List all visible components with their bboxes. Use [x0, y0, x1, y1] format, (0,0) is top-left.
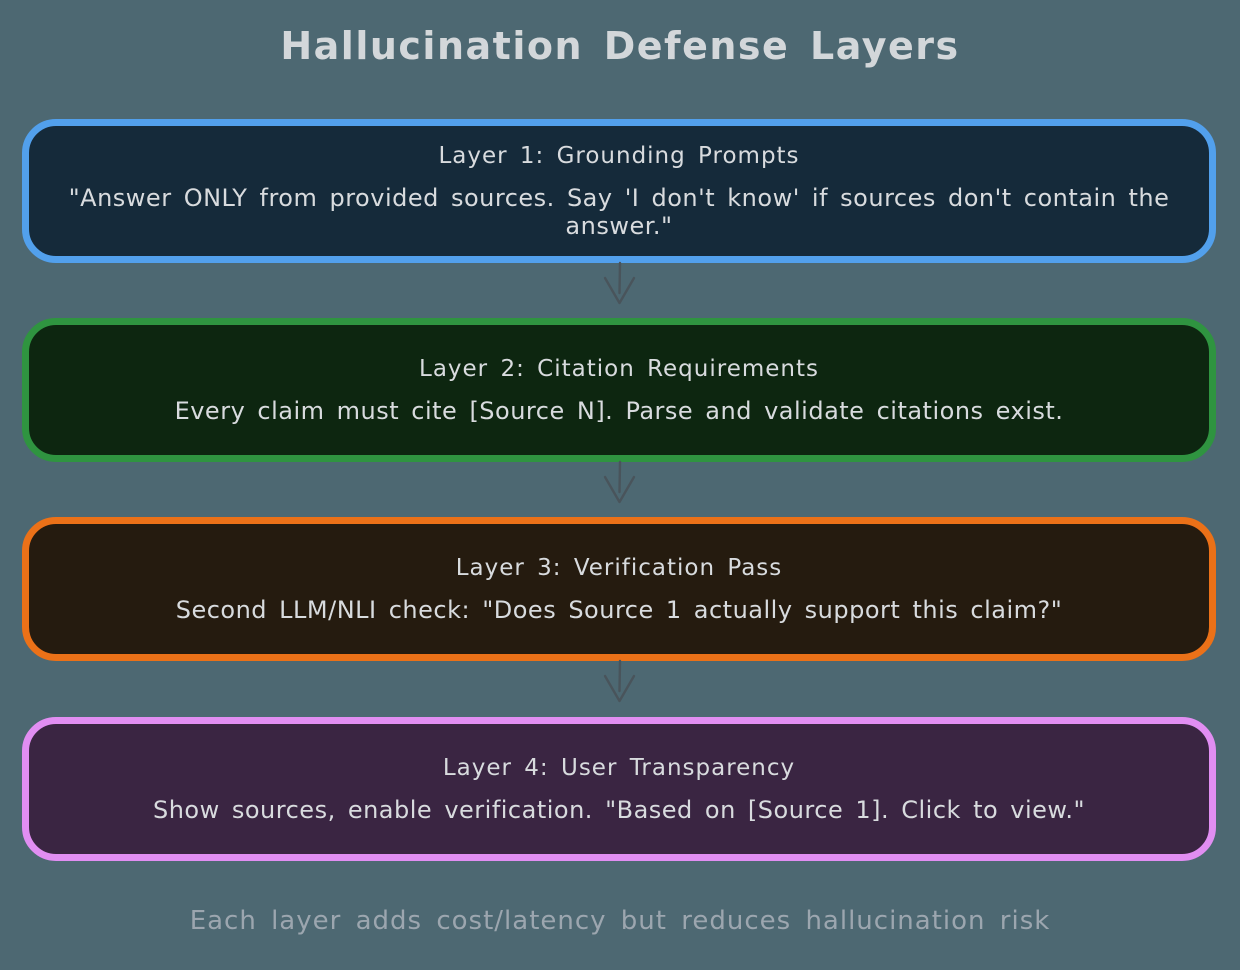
- down-arrow-icon: [598, 659, 642, 707]
- down-arrow-icon: [598, 261, 642, 309]
- layer-1-body: "Answer ONLY from provided sources. Say …: [68, 183, 1170, 240]
- layer-3-heading: Layer 3: Verification Pass: [455, 554, 783, 581]
- layer-3-body: Second LLM/NLI check: "Does Source 1 act…: [175, 595, 1063, 624]
- diagram-footer-note: Each layer adds cost/latency but reduces…: [189, 906, 1051, 936]
- layer-2-body: Every claim must cite [Source N]. Parse …: [174, 396, 1064, 425]
- layer-1-heading: Layer 1: Grounding Prompts: [438, 142, 800, 169]
- layer-1-box: Layer 1: Grounding Prompts "Answer ONLY …: [22, 119, 1216, 263]
- layer-2-box: Layer 2: Citation Requirements Every cla…: [22, 318, 1216, 462]
- layer-4-body: Show sources, enable verification. "Base…: [152, 795, 1086, 824]
- diagram-title: Hallucination Defense Layers: [280, 24, 960, 68]
- layer-4-box: Layer 4: User Transparency Show sources,…: [22, 717, 1216, 861]
- layer-3-box: Layer 3: Verification Pass Second LLM/NL…: [22, 517, 1216, 661]
- layer-2-heading: Layer 2: Citation Requirements: [419, 355, 819, 382]
- down-arrow-icon: [598, 460, 642, 508]
- layer-4-heading: Layer 4: User Transparency: [442, 754, 796, 781]
